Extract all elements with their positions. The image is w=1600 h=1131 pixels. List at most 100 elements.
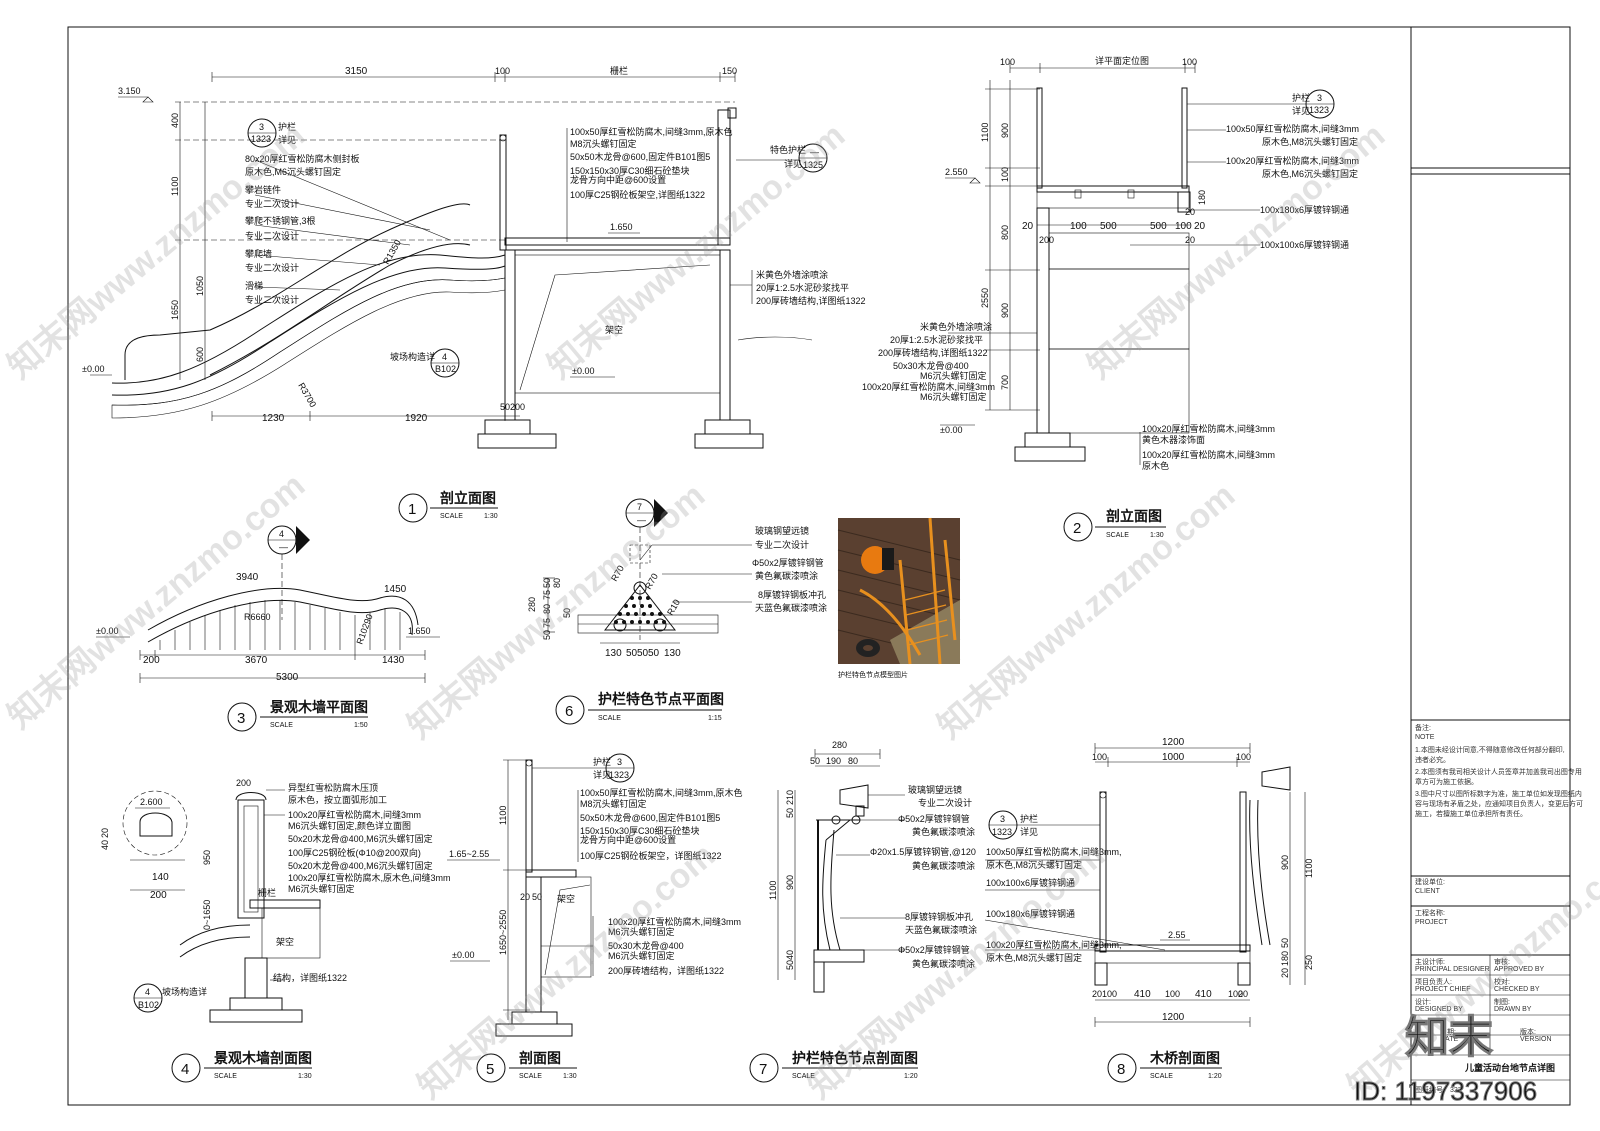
d6-radius-0: R70	[609, 564, 626, 583]
title-block-frame	[1410, 26, 1571, 1106]
d1-ref-b-sheet: B102	[435, 364, 456, 374]
tb-notes-label-en: NOTE	[1415, 734, 1435, 741]
d1-radius-1: R3700	[296, 381, 318, 409]
svg-text:Φ50x2厚镀锌钢管: Φ50x2厚镀锌钢管	[752, 557, 824, 568]
d4-title-number: 4	[181, 1061, 189, 1078]
d2-notes-left: 米黄色外墙涂喷涂 20厚1:2.5水泥砂浆找平 200厚砖墙结构,详图纸1322…	[862, 321, 1037, 402]
d3-dim-5: 5300	[276, 672, 299, 683]
d7-dim-left-2: 900	[785, 875, 795, 890]
drawing-7-guardrail-node-section: 280 50 190 80 210 50 900 1100 40 50 玻璃钢望…	[749, 740, 977, 1083]
title-block: 备注: NOTE 1.本图未经设计同意,不得随意修改任何部分翻印, 违者必究。 …	[1415, 723, 1583, 1094]
svg-text:100厚C25钢砼板架空，详图纸1322: 100厚C25钢砼板架空，详图纸1322	[580, 850, 722, 861]
d5-ref-sheet: 1323	[609, 770, 629, 780]
d2-level-0: 2.550	[945, 167, 968, 177]
d6-dim-bottom-3: 50	[648, 648, 660, 659]
d6-dim-left-1: 50	[542, 630, 552, 640]
d3-ref-label: 4	[279, 529, 284, 539]
svg-text:8厚镀锌钢板冲孔: 8厚镀锌钢板冲孔	[758, 589, 826, 600]
d2-dim-left-5: 900	[1000, 303, 1010, 318]
d3-ref-sheet: —	[279, 542, 288, 552]
svg-text:100x20厚红雪松防腐木,间缝3mm: 100x20厚红雪松防腐木,间缝3mm	[1142, 449, 1275, 460]
svg-text:黄色氟碳漆喷涂: 黄色氟碳漆喷涂	[912, 860, 975, 871]
d1-void: 架空	[605, 324, 623, 335]
d7-scale-label: SCALE	[792, 1073, 815, 1080]
tb-row-6: 日期:	[1440, 1028, 1456, 1036]
tb-sheet-no-label: 图纸编号:	[1415, 1085, 1445, 1094]
d3-radius-1: R10290	[354, 613, 374, 646]
d3-dim-3: 1430	[382, 655, 405, 666]
d3-scale-label: SCALE	[270, 722, 293, 729]
d8-dim-top-2: 1000	[1162, 752, 1185, 763]
d1-level-0: 3.150	[118, 86, 141, 96]
drawing-8-wood-bridge-section: 1200 100 1000 100 2.55 20 100 410 100 41…	[984, 737, 1314, 1083]
svg-text:100x20厚红雪松防腐木,原木色,间缝3mm: 100x20厚红雪松防腐木,原木色,间缝3mm	[288, 872, 451, 883]
svg-text:龙骨方向中距@600设置: 龙骨方向中距@600设置	[570, 174, 666, 185]
svg-text:专业二次设计: 专业二次设计	[245, 198, 299, 209]
d2-ref-text: 护栏	[1292, 92, 1310, 103]
d2-dim-left-2: 100	[1000, 167, 1010, 182]
d1-ref-c-sheet: 1325	[803, 160, 823, 170]
d2-ref-label: 3	[1317, 93, 1322, 103]
svg-text:M6沉头螺钉固定: M6沉头螺钉固定	[288, 883, 355, 894]
d1-radius-0: R1350	[381, 238, 403, 266]
d8-dim-bottom-7: 1200	[1162, 1012, 1185, 1023]
d8-dim-bottom-4: 410	[1195, 989, 1212, 1000]
d8-dim-bottom-0: 20	[1092, 989, 1102, 999]
d5-notes-top: 100x50厚红雪松防腐木,间缝3mm,原木色 M8沉头螺钉固定 50x50木龙…	[577, 787, 743, 862]
tb-row-1-en: APPROVED BY	[1494, 966, 1545, 973]
svg-text:50x50木龙骨@600,固定件B101图5: 50x50木龙骨@600,固定件B101图5	[570, 151, 710, 162]
d4-ref-text: 坡场构造详	[162, 986, 207, 997]
d2-row-9: 20	[1185, 207, 1195, 217]
svg-text:玻璃钢望远镜: 玻璃钢望远镜	[755, 525, 809, 536]
d1-ref-c-text2: 详见	[784, 158, 802, 169]
d8-dim-top-1: 100	[1092, 752, 1107, 762]
svg-text:100x50厚红雪松防腐木,间缝3mm: 100x50厚红雪松防腐木,间缝3mm	[1226, 123, 1359, 134]
d5-ref-text2: 详见	[593, 769, 611, 780]
d1-ref-a-text2: 详见	[278, 134, 296, 145]
d8-title-number: 8	[1117, 1061, 1125, 1078]
d1-dim-left-1: 1100	[170, 177, 180, 196]
d7-dim-left-4: 40	[785, 950, 795, 960]
d7-title-number: 7	[759, 1061, 767, 1078]
d1-scale: 1:30	[484, 513, 498, 520]
d7-dim-left-5: 50	[785, 960, 795, 970]
tb-client-en: CLIENT	[1415, 888, 1441, 895]
d1-dim-bottom-1: 1920	[405, 413, 428, 424]
d4-dim-7: 0~1650	[202, 900, 212, 930]
d5-ref-text: 护栏	[593, 756, 611, 767]
d3-scale: 1:50	[354, 722, 368, 729]
tb-row-7: 版本:	[1520, 1027, 1536, 1036]
tb-sheet-title: 儿童活动台地节点详图	[1464, 1062, 1555, 1073]
d5-level-1: ±0.00	[452, 950, 474, 960]
d6-dim-left-5: 50	[542, 578, 552, 588]
tb-row-2-en: PROJECT CHIEF	[1415, 986, 1471, 993]
svg-text:玻璃钢望远镜: 玻璃钢望远镜	[908, 784, 962, 795]
d6-notes: 玻璃钢望远镜 专业二次设计 Φ50x2厚镀锌钢管 黄色氟碳漆喷涂 8厚镀锌钢板冲…	[639, 525, 827, 613]
d7-dim-top-2: 190	[826, 756, 841, 766]
svg-text:100厚C25钢砼板架空,详图纸1322: 100厚C25钢砼板架空,详图纸1322	[570, 189, 705, 200]
d6-title: 护栏特色节点平面图	[598, 691, 724, 707]
d2-dim-left-0: 1100	[980, 123, 990, 142]
tb-note-2: 2.本图须有我司相关设计人员签章并加盖我司出图专用	[1415, 767, 1582, 776]
guardrail-model-photo	[837, 517, 961, 665]
d1-ref-a-sheet: 1323	[251, 134, 271, 144]
d3-level-1: 1.650	[408, 626, 431, 636]
svg-text:80x20厚红雪松防腐木侧封板: 80x20厚红雪松防腐木侧封板	[245, 153, 360, 164]
d8-title: 木桥剖面图	[1149, 1050, 1220, 1066]
d1-ref-a-label: 3	[259, 122, 264, 132]
drawing-2-section-elevation: 100 详平面定位图 100 1100 900 100 800 2550 900…	[862, 55, 1359, 542]
d5-scale: 1:30	[563, 1073, 577, 1080]
d1-scale-label: SCALE	[440, 513, 463, 520]
svg-text:黄色氟碳漆喷涂: 黄色氟碳漆喷涂	[912, 826, 975, 837]
tb-project: 工程名称:	[1415, 908, 1445, 917]
svg-text:20厚1:2.5水泥砂浆找平: 20厚1:2.5水泥砂浆找平	[890, 334, 983, 345]
d6-title-number: 6	[565, 703, 573, 720]
d3-radius-0: R6660	[244, 612, 271, 622]
d8-dim-bottom-5: 100	[1228, 989, 1243, 999]
d2-row-6: 200	[1039, 235, 1054, 245]
tb-row-4-en: DESIGNED BY	[1415, 1006, 1463, 1013]
d8-dim-right-0: 900	[1280, 855, 1290, 870]
svg-text:150x150x30厚C30细石砼垫块: 150x150x30厚C30细石砼垫块	[580, 825, 700, 836]
svg-text:100x20厚红雪松防腐木,间缝3mm: 100x20厚红雪松防腐木,间缝3mm	[608, 916, 741, 927]
svg-text:专业二次设计: 专业二次设计	[245, 230, 299, 241]
